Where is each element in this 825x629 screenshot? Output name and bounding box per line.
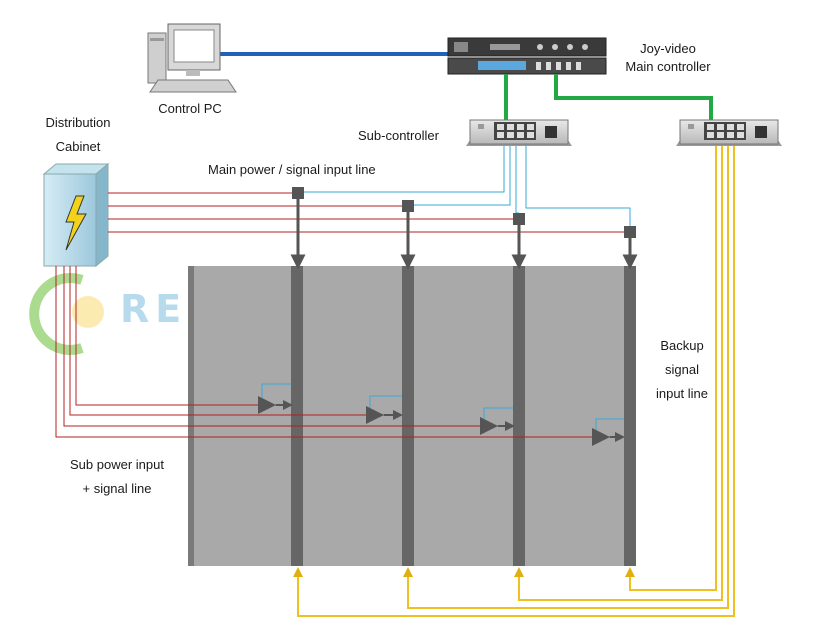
rail-1 (291, 266, 303, 566)
backup-signal-lines (293, 146, 735, 617)
lightning-icon (65, 195, 87, 251)
led-screen (188, 266, 636, 566)
sub-signal-lines (261, 383, 624, 430)
rail-2 (402, 266, 414, 566)
backup-switch-icon (676, 119, 782, 146)
sub-power-lines (55, 266, 622, 438)
video-controller-icon (447, 37, 607, 75)
rail-3 (513, 266, 525, 566)
sub-power-line-label: Sub power input+ signal line (70, 457, 164, 496)
sub-controller-label: Sub-controller (358, 128, 439, 143)
distribution-cabinet (42, 162, 110, 268)
main-power-line-label: Main power / signal input line (208, 162, 376, 177)
screen-edge (188, 266, 194, 566)
computer-icon (147, 23, 237, 93)
sub-connectors (258, 396, 625, 446)
rail-4 (624, 266, 636, 566)
control-pc-label: Control PC (158, 101, 222, 116)
junctions (290, 187, 638, 270)
controller-link-backup (554, 74, 713, 126)
main-power-lines (108, 192, 630, 233)
network-switch-icon (466, 119, 572, 146)
